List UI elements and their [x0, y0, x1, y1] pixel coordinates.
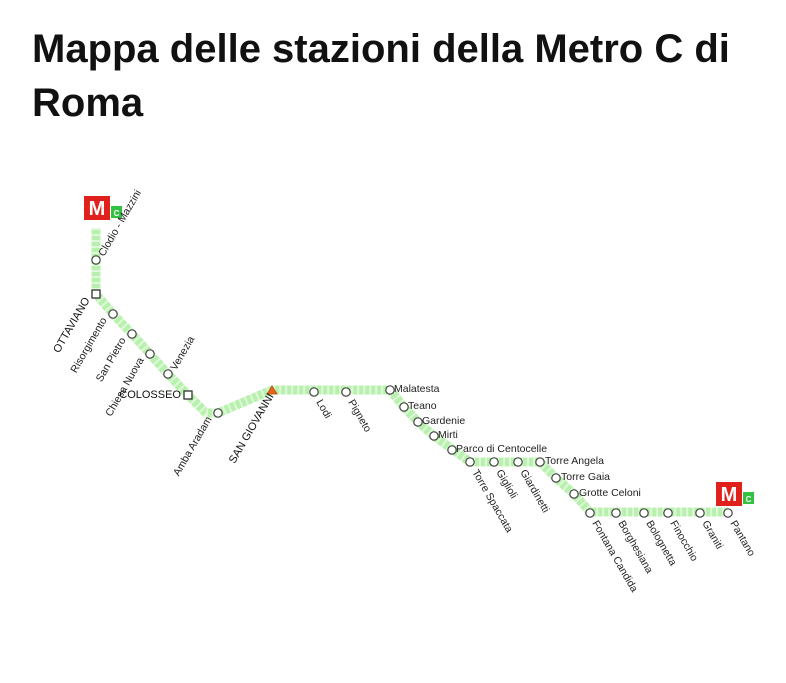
station-marker-risorgimento[interactable] [108, 309, 118, 319]
metro-line-route [91, 228, 728, 517]
station-marker-pantano[interactable] [723, 508, 733, 518]
station-label-teano: Teano [408, 400, 437, 412]
station-marker-finocchio[interactable] [663, 508, 673, 518]
station-marker-lodi[interactable] [309, 387, 319, 397]
station-label-pantano: Pantano [727, 519, 757, 559]
station-label-mirti: Mirti [438, 429, 458, 441]
station-marker-chiesa-nuova[interactable] [145, 349, 155, 359]
station-label-lodi: Lodi [313, 398, 333, 421]
station-label-malatesta: Malatesta [394, 383, 440, 395]
station-marker-bolognetta[interactable] [639, 508, 649, 518]
station-marker-san-pietro[interactable] [127, 329, 137, 339]
station-marker-parco-centocelle[interactable] [447, 445, 457, 455]
station-label-graniti: Graniti [699, 519, 725, 552]
station-marker-colosseo[interactable] [183, 390, 193, 400]
station-marker-giardinetti[interactable] [513, 457, 523, 467]
station-label-torre-gaia: Torre Gaia [561, 471, 610, 483]
station-marker-malatesta[interactable] [385, 385, 395, 395]
station-marker-ottaviano[interactable] [91, 289, 101, 299]
svg-text:C: C [746, 495, 752, 504]
line-c-icon [743, 492, 754, 504]
station-label-pigneto: Pigneto [345, 398, 373, 435]
station-label-parco-centocelle: Parco di Centocelle [456, 443, 547, 455]
station-marker-gardenie[interactable] [413, 417, 423, 427]
station-marker-venezia[interactable] [163, 369, 173, 379]
station-label-grotte-celoni: Grotte Celoni [579, 487, 641, 499]
station-marker-amba-aradam[interactable] [213, 408, 223, 418]
svg-text:M: M [89, 198, 106, 220]
station-marker-gigli[interactable] [489, 457, 499, 467]
station-marker-san-giovanni[interactable] [266, 385, 278, 395]
station-label-venezia: Venezia [168, 334, 197, 372]
station-marker-grotte-celoni[interactable] [569, 489, 579, 499]
station-label-amba-aradam: Amba Aradam [171, 414, 215, 478]
station-label-colosseo: COLOSSEO [119, 389, 181, 401]
station-marker-pigneto[interactable] [341, 387, 351, 397]
station-marker-graniti[interactable] [695, 508, 705, 518]
station-label-gigli: Giglioli [493, 468, 519, 501]
station-marker-fontana-candida[interactable] [585, 508, 595, 518]
station-label-gardenie: Gardenie [422, 415, 465, 427]
station-marker-clodio-mazzini[interactable] [91, 255, 101, 265]
svg-text:C: C [114, 209, 120, 218]
page-title: Mappa delle stazioni della Metro C di Ro… [32, 27, 730, 125]
station-label-torre-angela: Torre Angela [545, 455, 604, 467]
line-c-icon [111, 206, 122, 218]
metro-logo-icon [716, 482, 742, 506]
metro-logo-icon [84, 196, 110, 220]
station-marker-borghesiana[interactable] [611, 508, 621, 518]
svg-text:M: M [721, 484, 738, 506]
station-marker-torre-spaccata[interactable] [465, 457, 475, 467]
station-marker-torre-angela[interactable] [535, 457, 545, 467]
station-marker-mirti[interactable] [429, 431, 439, 441]
station-marker-torre-gaia[interactable] [551, 473, 561, 483]
station-marker-teano[interactable] [399, 402, 409, 412]
